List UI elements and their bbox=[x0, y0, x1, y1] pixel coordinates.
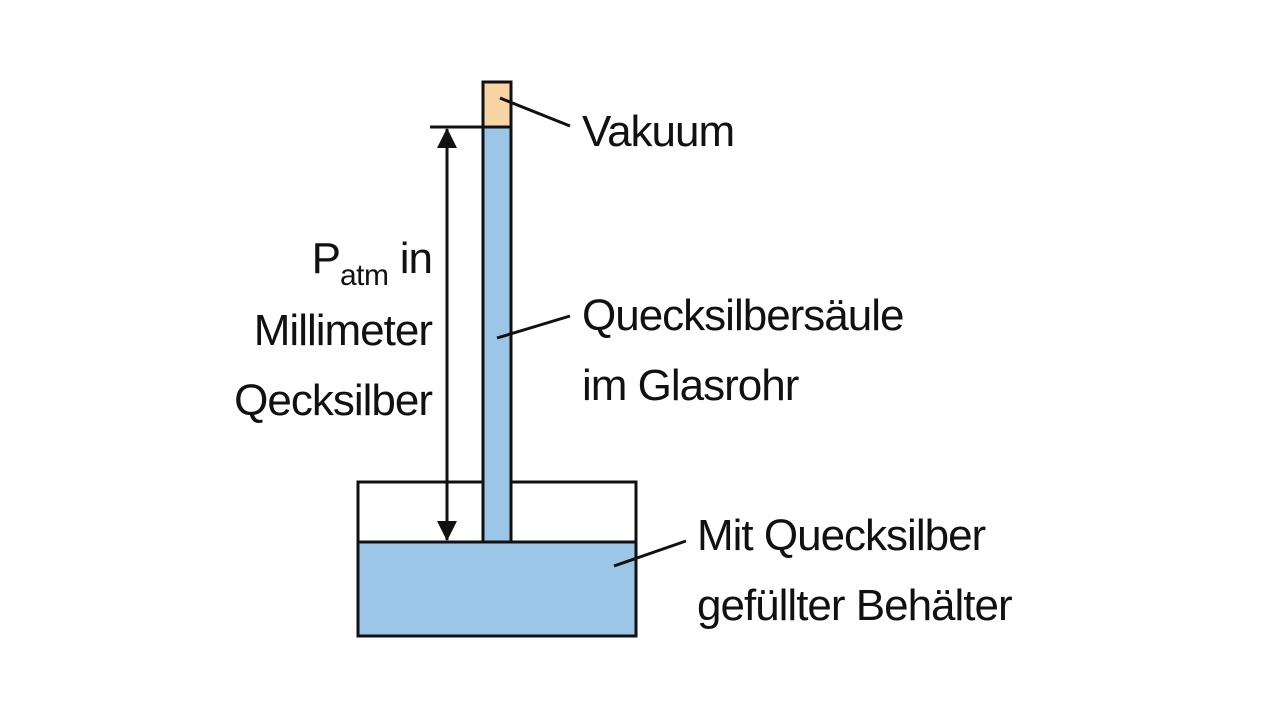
pressure-subscript: atm bbox=[340, 259, 389, 292]
column-leader-line bbox=[496, 314, 571, 340]
pressure-label-line1: Patm in bbox=[312, 234, 432, 292]
pressure-suffix: in bbox=[389, 234, 432, 283]
container-label-line2: gefüllter Behälter bbox=[697, 581, 1012, 630]
pressure-symbol: P bbox=[312, 234, 340, 283]
pressure-label-line3: Qecksilber bbox=[234, 376, 432, 425]
container-label-line1: Mit Quecksilber bbox=[697, 511, 986, 560]
vacuum-leader-line bbox=[499, 96, 571, 128]
glass-tube-vacuum bbox=[481, 80, 513, 129]
vacuum-label: Vakuum bbox=[582, 107, 734, 156]
container-leader-line bbox=[613, 539, 687, 568]
container-mercury bbox=[356, 540, 638, 638]
column-label-line1: Quecksilbersäule bbox=[582, 291, 904, 340]
pressure-label-line2: Millimeter bbox=[254, 306, 433, 355]
column-label-line2: im Glasrohr bbox=[582, 361, 799, 410]
